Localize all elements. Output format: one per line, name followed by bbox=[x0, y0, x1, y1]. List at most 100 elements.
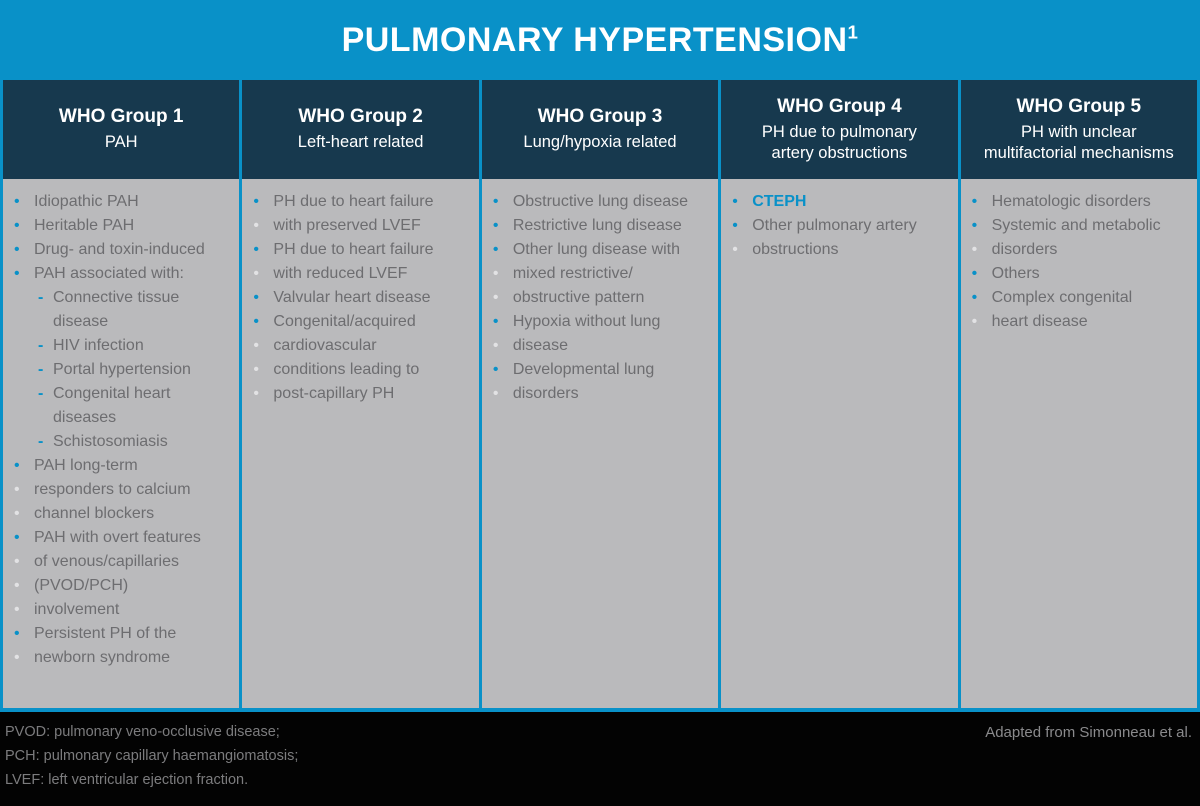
who-groups-table: WHO Group 1 PAH • Idiopathic PAH •Heritable … bbox=[0, 80, 1200, 712]
list-item: •mixed restrictive/ bbox=[493, 262, 714, 286]
list-item: -Connective tissue bbox=[38, 286, 235, 310]
list-item: •cardiovascular bbox=[253, 334, 474, 358]
list-item: • Idiopathic PAH bbox=[14, 190, 235, 214]
list-item-text: cardiovascular bbox=[273, 337, 377, 354]
page-title-superscript: 1 bbox=[847, 21, 859, 43]
bullet-icon: • bbox=[492, 313, 499, 330]
list-item-text: Connective tissue bbox=[53, 289, 180, 306]
dash-icon: - bbox=[38, 337, 44, 354]
abbreviation-line: PVOD: pulmonary veno-occlusive disease; bbox=[5, 724, 280, 740]
list-item: • with preserved LVEF bbox=[253, 214, 474, 238]
title-bar: PULMONARY HYPERTENSION1 bbox=[0, 0, 1200, 80]
list-item: •involvement bbox=[14, 598, 235, 622]
abbreviation-line: PCH: pulmonary capillary haemangiomatosi… bbox=[5, 748, 299, 764]
dash-icon: - bbox=[38, 433, 44, 450]
group-item-list: •Hematologic disorders•Systemic and meta… bbox=[960, 179, 1198, 708]
list-item: •CTEPH bbox=[732, 190, 953, 214]
list-item-text: Others bbox=[991, 265, 1040, 282]
bullet-icon: • bbox=[14, 481, 20, 498]
group-header-subtitle: PAH bbox=[104, 133, 138, 152]
bullet-icon: • bbox=[492, 361, 499, 378]
bullet-icon: • bbox=[971, 313, 978, 330]
list-item-text: Obstructive lung disease bbox=[512, 193, 689, 210]
group-header-title: WHO Group 2 bbox=[298, 106, 423, 128]
list-item-text: Complex congenital bbox=[991, 289, 1133, 306]
bullet-icon: • bbox=[14, 457, 20, 474]
list-item-text: Other lung disease with bbox=[512, 241, 681, 258]
list-item: •Systemic and metabolic bbox=[972, 214, 1193, 238]
bullet-icon: • bbox=[14, 193, 20, 210]
group-item-list: • Obstructive lung disease • Restrictive lu… bbox=[481, 179, 719, 708]
list-item: •PAH associated with: bbox=[14, 262, 235, 286]
list-item: •PH due to heart failure bbox=[253, 190, 474, 214]
bullet-icon: • bbox=[971, 265, 978, 282]
list-item: •Heritable PAH bbox=[14, 214, 235, 238]
bullet-icon: • bbox=[492, 385, 499, 402]
list-item-text: Idiopathic PAH bbox=[34, 193, 139, 210]
list-item-text: obstructions bbox=[752, 241, 839, 258]
footer: PVOD: pulmonary veno-occlusive disease; … bbox=[0, 712, 1200, 806]
bullet-icon: • bbox=[492, 289, 499, 306]
list-item: disease bbox=[53, 310, 235, 334]
list-item: •responders to calcium bbox=[14, 478, 235, 502]
list-item-text: post-capillary PH bbox=[273, 385, 395, 402]
bullet-icon: • bbox=[14, 577, 20, 594]
list-item-text: disorders bbox=[512, 385, 579, 402]
group-header: WHO Group 3 Lung/hypoxia related bbox=[481, 80, 719, 179]
list-item-text: diseases bbox=[53, 409, 117, 426]
bullet-icon: • bbox=[253, 313, 260, 330]
list-item: -Portal hypertension bbox=[38, 358, 235, 382]
dash-icon: - bbox=[38, 385, 44, 402]
list-item-text: HIV infection bbox=[53, 337, 144, 354]
group-header-title: WHO Group 3 bbox=[537, 106, 663, 128]
list-item: •Persistent PH of the bbox=[14, 622, 235, 646]
bullet-icon: • bbox=[253, 217, 260, 234]
page-title: PULMONARY HYPERTENSION1 bbox=[342, 21, 859, 60]
list-item-text: mixed restrictive/ bbox=[512, 265, 633, 282]
bullet-icon: • bbox=[492, 193, 499, 210]
list-item-text: Developmental lung bbox=[512, 361, 655, 378]
bullet-icon: • bbox=[14, 601, 20, 618]
list-item-text: Portal hypertension bbox=[53, 361, 191, 378]
list-item: diseases bbox=[53, 406, 235, 430]
bullet-icon: • bbox=[14, 241, 20, 258]
list-item: •heart disease bbox=[972, 310, 1193, 334]
list-item: •(PVOD/PCH) bbox=[14, 574, 235, 598]
group-header-title: WHO Group 4 bbox=[777, 95, 902, 117]
dash-icon: - bbox=[38, 361, 44, 378]
bullet-icon: • bbox=[492, 217, 499, 234]
list-item-text: Other pulmonary artery bbox=[752, 217, 917, 234]
bullet-icon: • bbox=[971, 217, 978, 234]
bullet-icon: • bbox=[732, 193, 738, 210]
list-item-text: newborn syndrome bbox=[34, 649, 171, 666]
list-item: • Hypoxia without lung bbox=[493, 310, 714, 334]
page-title-text: PULMONARY HYPERTENSION bbox=[341, 20, 848, 59]
list-item-text: of venous/capillaries bbox=[34, 553, 179, 570]
list-item-text: Restrictive lung disease bbox=[512, 217, 682, 234]
bullet-icon: • bbox=[253, 265, 260, 282]
list-item-text: conditions leading to bbox=[273, 361, 420, 378]
group-header: WHO Group 1 PAH bbox=[3, 80, 240, 179]
group-header: WHO Group 4 PH due to pulmonary artery ob… bbox=[721, 80, 958, 179]
list-item-text: Congenital/acquired bbox=[273, 313, 416, 330]
group-header-subtitle: Lung/hypoxia related bbox=[523, 133, 677, 152]
list-item-text: with preserved LVEF bbox=[273, 217, 421, 234]
list-item-text: PAH associated with: bbox=[34, 265, 184, 282]
bullet-icon: • bbox=[14, 553, 20, 570]
group-header-subtitle: PH due to pulmonary artery obstructions bbox=[761, 122, 917, 162]
list-item: • with reduced LVEF bbox=[253, 262, 474, 286]
list-item-text: PAH with overt features bbox=[34, 529, 201, 546]
list-item-text: PH due to heart failure bbox=[273, 193, 434, 210]
list-item: -Schistosomiasis bbox=[38, 430, 235, 454]
list-item: •Drug- and toxin-induced bbox=[14, 238, 235, 262]
bullet-icon: • bbox=[732, 241, 738, 258]
dash-icon: - bbox=[38, 289, 44, 306]
list-item-text: with reduced LVEF bbox=[273, 265, 408, 282]
list-item: •PAH long-term bbox=[14, 454, 235, 478]
list-item-text: Hypoxia without lung bbox=[512, 313, 661, 330]
bullet-icon: • bbox=[14, 529, 20, 546]
group-header-title: WHO Group 1 bbox=[58, 106, 184, 128]
group-item-list: •CTEPH•Other pulmonary artery•obstructio… bbox=[721, 179, 958, 708]
who-group-column-4: WHO Group 4 PH due to pulmonary artery ob… bbox=[721, 80, 961, 708]
